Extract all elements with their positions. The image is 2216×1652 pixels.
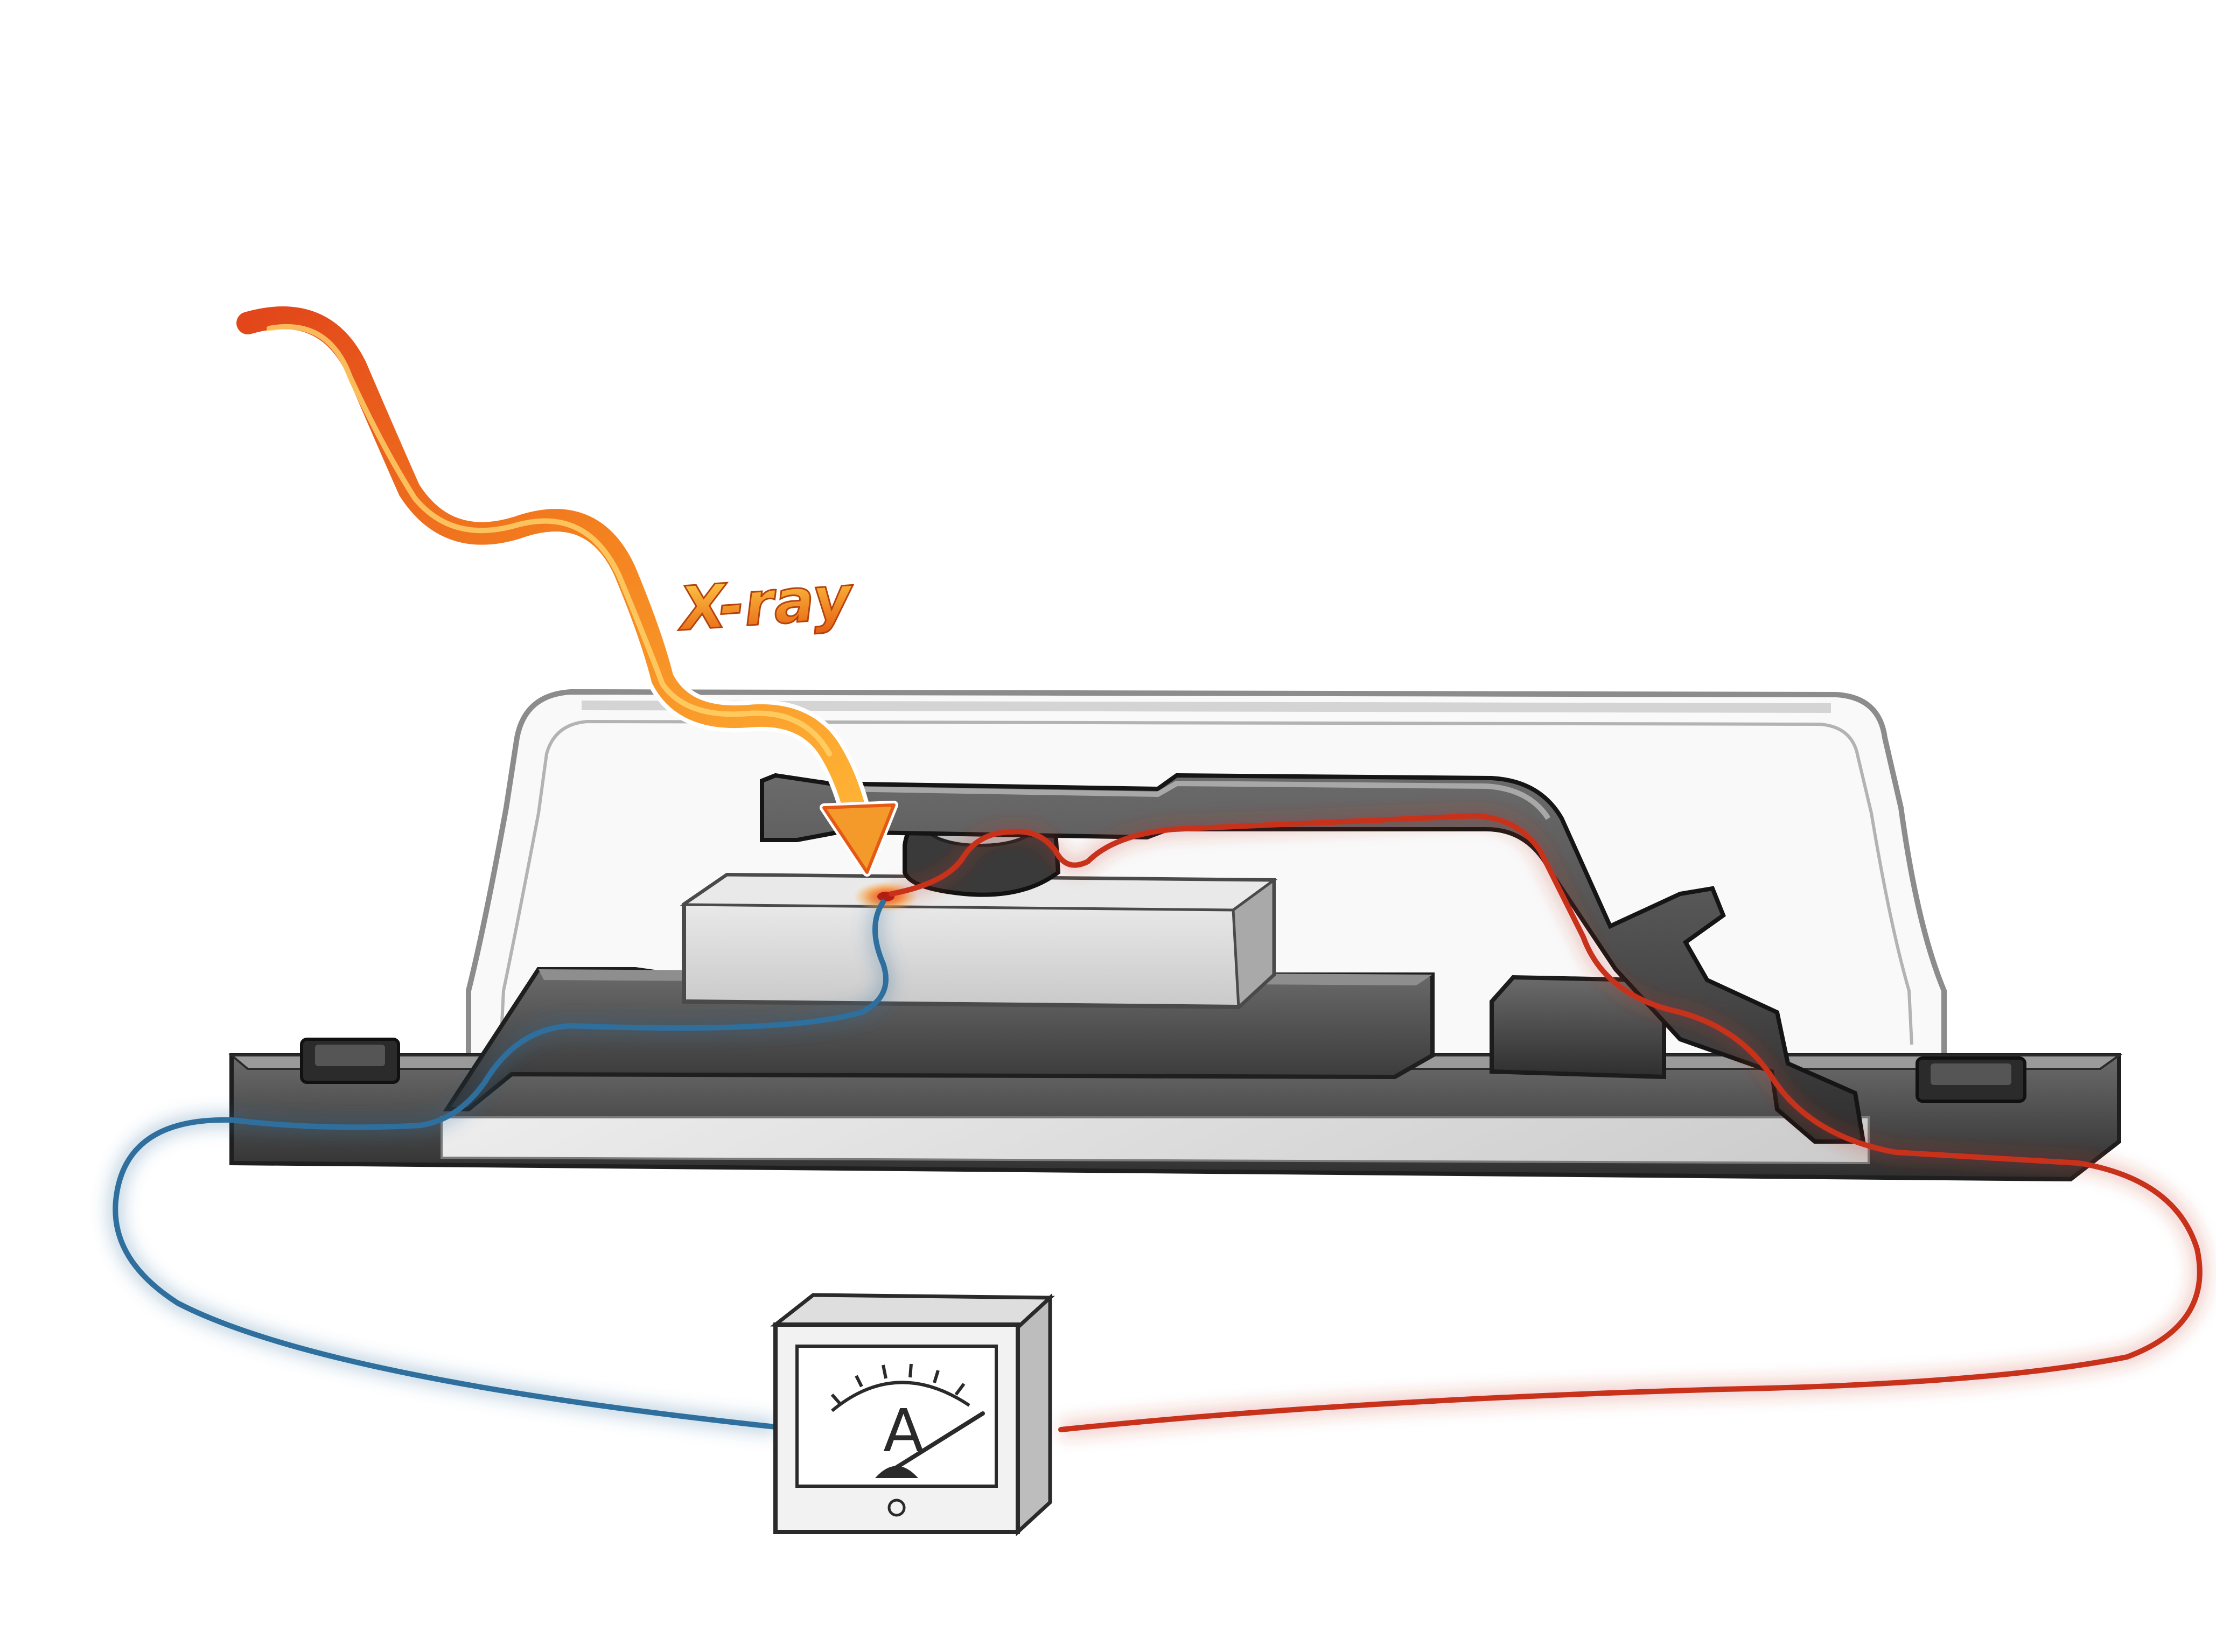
- sample-crystal: [680, 872, 1278, 1010]
- right-clamp-foot: [1916, 1056, 2026, 1103]
- wavy-arrow-icon: [232, 302, 898, 877]
- ammeter-icon: A: [770, 1293, 1055, 1536]
- xray-label: X-ray: [674, 563, 856, 645]
- ammeter-label: A: [883, 1396, 924, 1465]
- left-clamp-foot: [300, 1038, 400, 1084]
- red-wire: [889, 806, 2209, 1439]
- blue-wire: [106, 897, 895, 1436]
